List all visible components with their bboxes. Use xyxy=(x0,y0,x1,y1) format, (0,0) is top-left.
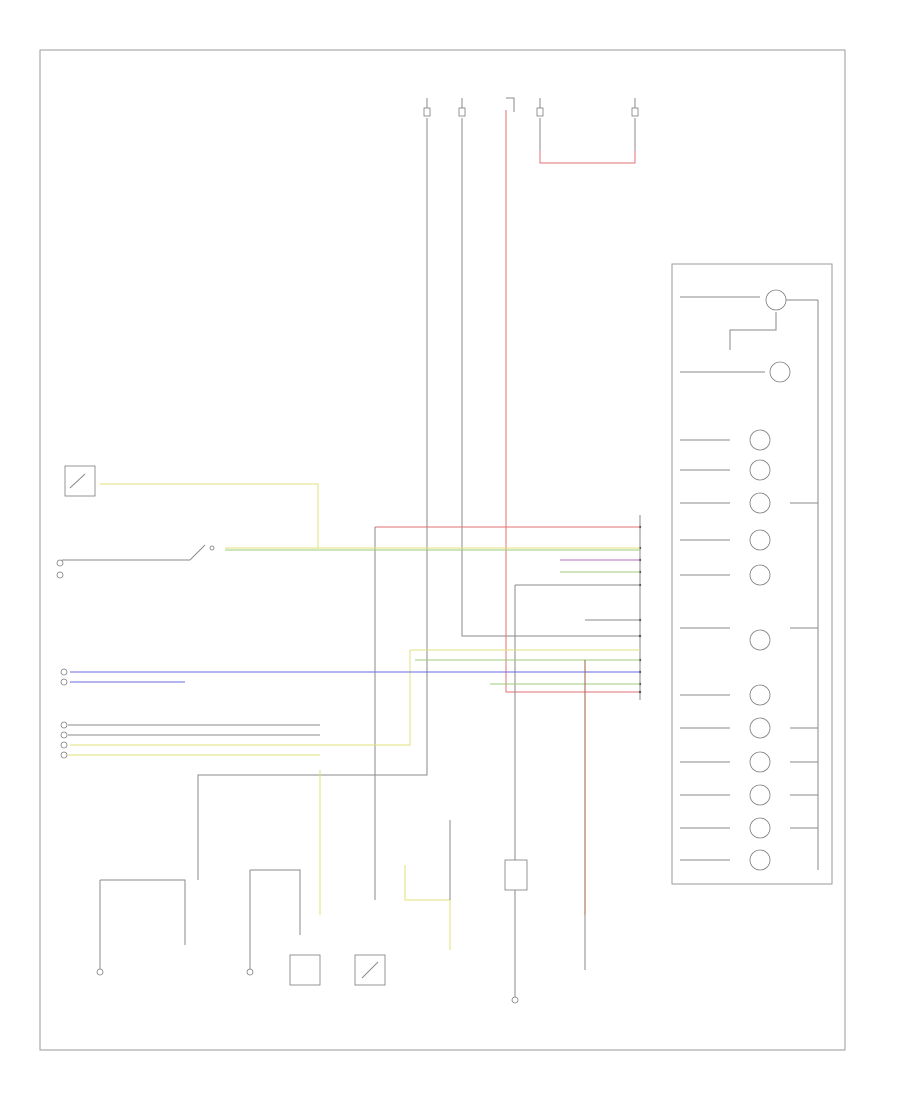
wire-yellow-long xyxy=(70,649,640,746)
brake-fluid-switch-icon xyxy=(62,544,206,561)
lamp-icon xyxy=(749,492,771,514)
lamp-icon xyxy=(749,751,771,773)
lamp-icon xyxy=(749,529,771,551)
wire-gray-feed xyxy=(514,584,640,880)
bottom-components xyxy=(96,820,586,1004)
wire-red-trunk xyxy=(505,110,640,693)
wire-red-feed xyxy=(374,526,640,880)
wire-yellow-brake xyxy=(100,483,319,548)
top-fuses xyxy=(423,97,639,150)
lamp-icon xyxy=(749,629,771,651)
wire-gray-trunk-b xyxy=(461,150,640,637)
lamp-icon xyxy=(765,289,787,311)
lamp-icon xyxy=(749,817,771,839)
left-connectors xyxy=(60,668,321,915)
data-link-connector-icon xyxy=(504,859,528,891)
lamp-icon xyxy=(749,849,771,871)
lamp-icon xyxy=(749,784,771,806)
lamp-icon xyxy=(749,459,771,481)
combination-meter-box xyxy=(671,263,833,885)
parking-brake-switch-icon xyxy=(64,465,96,497)
lamp-icon xyxy=(749,429,771,451)
wire-red-top-loop xyxy=(539,150,636,164)
lamp-icon xyxy=(749,717,771,739)
meter-connector xyxy=(638,515,642,700)
lamp-icon xyxy=(749,684,771,706)
lamp-icon xyxy=(749,564,771,586)
diagram-frame xyxy=(39,49,846,1051)
meter-lamps xyxy=(680,289,819,871)
wire-gray-trunk-a xyxy=(197,150,428,880)
lamp-icon xyxy=(769,361,791,383)
